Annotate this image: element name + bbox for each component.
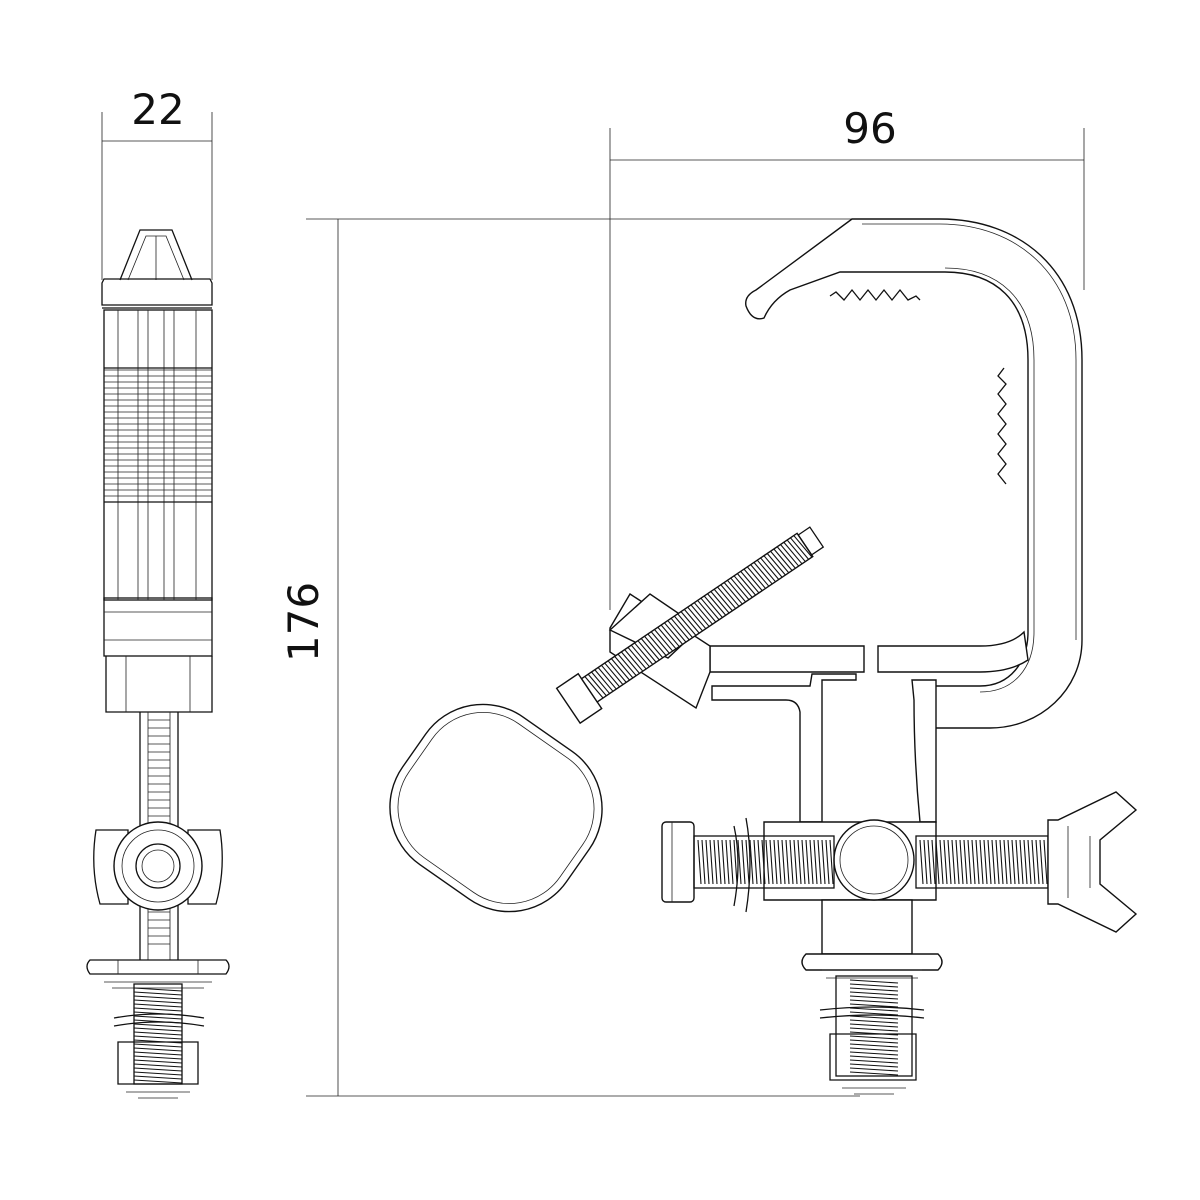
dimension-side-width: 22: [101, 85, 213, 280]
dimension-front-width: 96: [609, 104, 1085, 610]
dimension-height: 176: [279, 218, 860, 1097]
dimension-label-22: 22: [131, 85, 184, 134]
front-view: [389, 218, 1138, 1095]
side-view: [86, 229, 230, 1099]
dimension-label-96: 96: [843, 104, 896, 153]
dimension-label-176: 176: [279, 582, 328, 662]
